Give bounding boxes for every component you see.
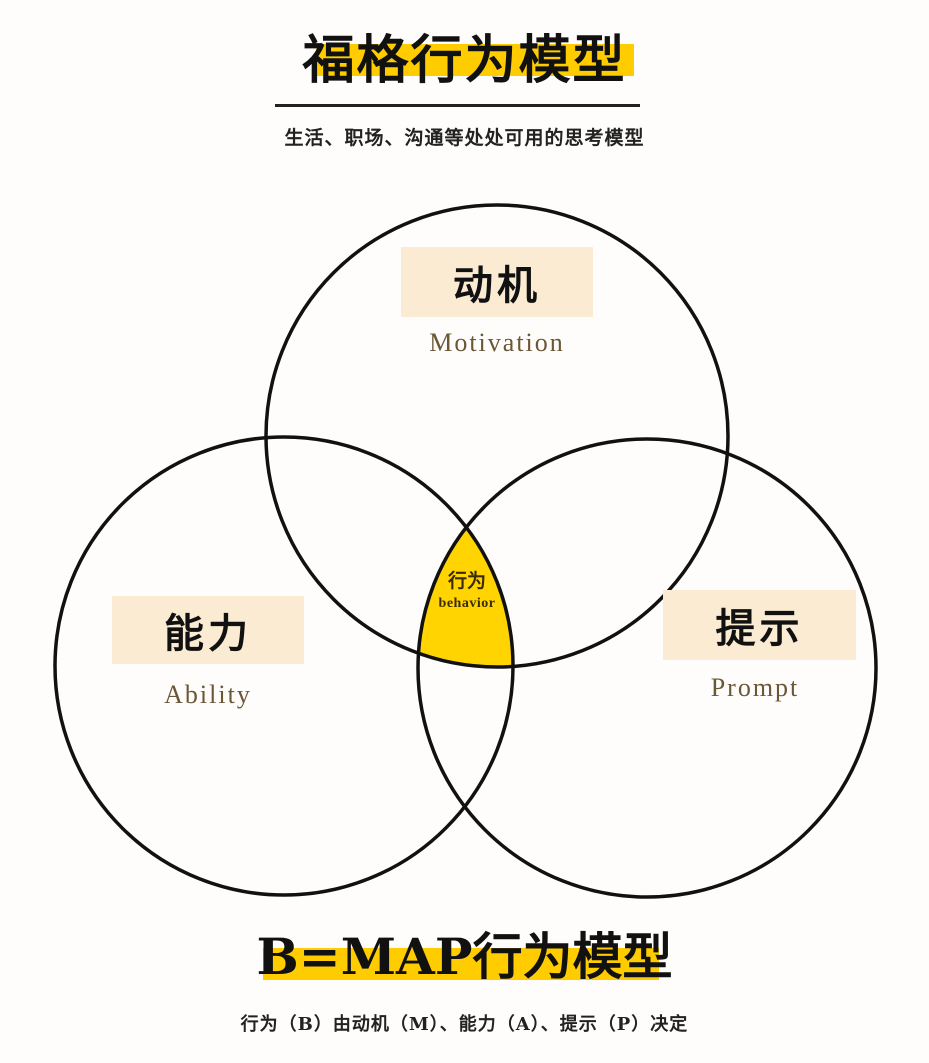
motivation-label-zh: 动机: [453, 262, 541, 309]
title-highlight-bar: [316, 44, 634, 76]
formula-description: 行为（B）由动机（M）、能力（A）、提示（P）决定: [240, 1014, 689, 1035]
prompt-label-box: 提示: [663, 590, 856, 660]
motivation-label-box: 动机: [401, 247, 593, 317]
motivation-label-en: Motivation: [429, 328, 565, 357]
behavior-label-zh: 行为: [447, 570, 486, 592]
header: 福格行为模型: [0, 26, 929, 96]
formula-title: B=MAP行为模型: [256, 927, 673, 986]
footer-highlight-bar: [263, 948, 659, 980]
page-title: 福格行为模型: [302, 30, 627, 91]
ability-label-box: 能力: [112, 596, 304, 664]
ability-label-zh: 能力: [164, 610, 252, 657]
ability-circle: [53, 435, 515, 897]
title-divider: [275, 104, 640, 107]
page-subtitle: 生活、职场、沟通等处处可用的思考模型: [284, 127, 645, 149]
prompt-circle: [416, 437, 878, 899]
prompt-label-zh: 提示: [715, 605, 804, 652]
ability-label-en: Ability: [164, 680, 252, 709]
prompt-label-en: Prompt: [710, 673, 800, 702]
behavior-label-en: behavior: [438, 596, 496, 611]
